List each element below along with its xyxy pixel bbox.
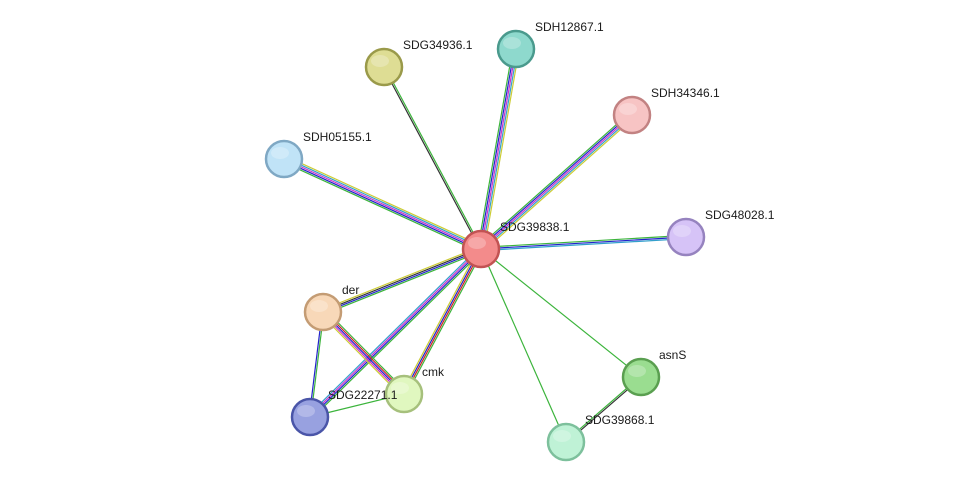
edge-evidence-line [402, 248, 481, 394]
node-SDH05155.1[interactable] [264, 139, 304, 179]
edge-evidence-line [478, 112, 631, 248]
node-label-SDH05155.1: SDH05155.1 [303, 130, 372, 144]
node-SDG22271.1[interactable] [290, 397, 330, 437]
node-label-SDG48028.1: SDG48028.1 [705, 208, 775, 222]
node-label-SDG39868.1: SDG39868.1 [585, 413, 655, 427]
node-cmk[interactable] [384, 374, 424, 414]
node-highlight [271, 147, 289, 159]
node-SDG39838.1[interactable] [461, 229, 501, 269]
edge-evidence-line [322, 247, 481, 312]
edge-evidence-line [483, 49, 520, 250]
edge-evidence-line [309, 248, 481, 417]
edge-evidence-line [283, 159, 481, 252]
node-highlight [371, 55, 389, 67]
node-highlight [297, 405, 315, 417]
edge-evidence-line [405, 249, 484, 396]
node-SDG39868.1[interactable] [546, 422, 586, 462]
node-label-SDH34346.1: SDH34346.1 [651, 86, 720, 100]
edge-evidence-line [401, 247, 480, 394]
node-der[interactable] [303, 292, 343, 332]
edge-evidence-line [283, 158, 482, 250]
node-label-SDG34936.1: SDG34936.1 [403, 38, 473, 52]
edge-evidence-line [482, 116, 635, 252]
edge-evidence-line [481, 49, 519, 250]
node-circle[interactable] [612, 95, 652, 135]
node-highlight [391, 382, 409, 394]
node-SDH12867.1[interactable] [496, 29, 536, 69]
edge-SDG39838.1-der[interactable] [321, 246, 483, 315]
edge-evidence-line [285, 155, 483, 247]
edge-SDG39838.1-cmk[interactable] [401, 247, 484, 396]
node-highlight [553, 430, 571, 442]
edge-evidence-line [321, 246, 481, 311]
edge-evidence-line [284, 156, 482, 249]
node-label-der: der [342, 283, 359, 297]
edge-evidence-line [480, 48, 517, 250]
edge-evidence-line [479, 113, 632, 249]
node-SDG48028.1[interactable] [666, 217, 706, 257]
edge-SDG39838.1-SDG48028.1[interactable] [480, 234, 687, 252]
edge-evidence-line [480, 114, 633, 250]
node-label-SDG22271.1: SDG22271.1 [328, 388, 398, 402]
node-label-SDH12867.1: SDH12867.1 [535, 20, 604, 34]
node-circle[interactable] [364, 47, 404, 87]
nodes-layer [264, 29, 706, 462]
node-circle[interactable] [546, 422, 586, 462]
node-highlight [619, 103, 637, 115]
edge-evidence-line [320, 313, 403, 397]
edge-evidence-line [478, 48, 516, 249]
edge-SDG39838.1-SDG34936.1[interactable] [382, 66, 483, 250]
edge-evidence-line [477, 48, 514, 249]
edge-SDG39838.1-SDG22271.1[interactable] [307, 246, 484, 420]
node-circle[interactable] [621, 357, 661, 397]
edge-evidence-line [404, 249, 483, 395]
edge-evidence-line [480, 248, 642, 378]
edge-evidence-line [311, 250, 484, 420]
edge-SDG39838.1-SDH34346.1[interactable] [478, 112, 635, 252]
node-circle[interactable] [303, 292, 343, 332]
node-highlight [503, 37, 521, 49]
edge-evidence-line [282, 161, 480, 253]
node-SDG34936.1[interactable] [364, 47, 404, 87]
edge-evidence-line [480, 234, 686, 249]
edge-SDG39838.1-SDH12867.1[interactable] [477, 48, 520, 250]
edge-evidence-line [480, 248, 567, 443]
edge-evidence-line [481, 115, 634, 251]
edge-evidence-line [480, 236, 687, 250]
node-label-cmk: cmk [422, 365, 445, 379]
edge-evidence-line [323, 250, 483, 315]
edge-evidence-line [324, 309, 407, 393]
edge-evidence-line [321, 312, 404, 396]
edge-evidence-line [323, 249, 482, 314]
edges-layer [282, 48, 687, 444]
node-highlight [628, 365, 646, 377]
edge-evidence-line [310, 249, 482, 418]
edge-evidence-line [384, 66, 483, 249]
edge-evidence-line [307, 246, 480, 416]
node-label-asnS: asnS [659, 348, 686, 362]
node-circle[interactable] [496, 29, 536, 69]
edge-SDG39838.1-SDH05155.1[interactable] [282, 155, 483, 253]
edge-evidence-line [323, 310, 406, 394]
edge-SDG39838.1-asnS[interactable] [480, 248, 642, 378]
labels-layer: SDG39838.1 SDG34936.1 SDH12867.1SDH34346.1… [303, 20, 775, 427]
node-asnS[interactable] [621, 357, 661, 397]
edge-SDG39838.1-SDG39868.1[interactable] [480, 248, 567, 443]
node-highlight [310, 300, 328, 312]
node-circle[interactable] [264, 139, 304, 179]
edge-evidence-line [481, 237, 687, 252]
node-circle[interactable] [384, 374, 424, 414]
node-circle[interactable] [290, 397, 330, 437]
edge-evidence-line [382, 67, 481, 250]
node-circle[interactable] [461, 229, 501, 269]
node-label-SDG39838.1: SDG39838.1 [500, 220, 570, 234]
node-highlight [468, 237, 486, 249]
node-SDH34346.1[interactable] [612, 95, 652, 135]
node-circle[interactable] [666, 217, 706, 257]
node-highlight [673, 225, 691, 237]
